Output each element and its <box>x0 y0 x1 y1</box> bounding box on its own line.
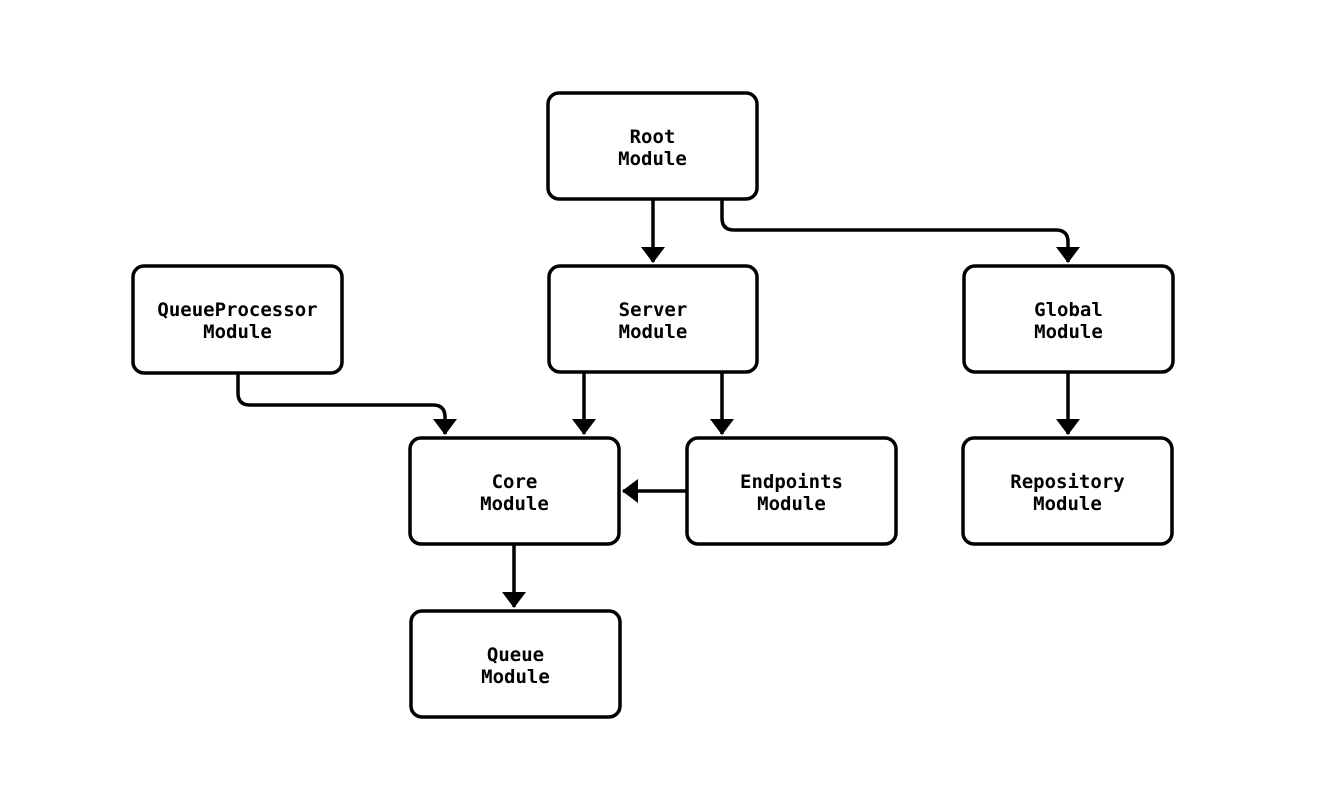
node-root-module-box <box>546 91 759 201</box>
node-core-module: Core Module <box>408 436 621 546</box>
node-queue-module-label-line2: Module <box>481 666 550 688</box>
edges <box>236 199 1080 608</box>
node-server-module-label-line1: Server <box>619 299 688 321</box>
node-global-module-box <box>962 264 1175 374</box>
node-server-module-label-line2: Module <box>619 321 688 343</box>
node-global-module-label-line1: Global <box>1034 299 1103 321</box>
node-global-module-label-line2: Module <box>1034 321 1103 343</box>
node-endpoints-module-box <box>685 436 898 546</box>
node-core-module-label-line2: Module <box>480 493 549 515</box>
edge-queueprocessor-to-core <box>236 373 457 435</box>
node-repository-module-box <box>961 436 1174 546</box>
node-queueprocessor-module-box <box>131 264 344 375</box>
node-root-module: Root Module <box>546 91 759 201</box>
node-server-module-box <box>547 264 759 374</box>
node-queue-module-label-line1: Queue <box>487 644 544 666</box>
edge-root-to-global <box>720 199 1080 263</box>
node-queue-module-box <box>409 609 622 719</box>
node-repository-module-label-line1: Repository <box>1010 471 1124 493</box>
node-endpoints-module: Endpoints Module <box>685 436 898 546</box>
node-global-module: Global Module <box>962 264 1175 374</box>
node-queue-module: Queue Module <box>409 609 622 719</box>
node-queueprocessor-module: QueueProcessor Module <box>131 264 344 375</box>
node-endpoints-module-label-line1: Endpoints <box>740 471 843 493</box>
node-core-module-label-line1: Core <box>492 471 538 493</box>
node-repository-module-label-line2: Module <box>1033 493 1102 515</box>
node-server-module: Server Module <box>547 264 759 374</box>
node-queueprocessor-module-label-line1: QueueProcessor <box>157 299 317 321</box>
node-core-module-box <box>408 436 621 546</box>
node-root-module-label-line2: Module <box>618 148 687 170</box>
node-root-module-label-line1: Root <box>630 126 676 148</box>
node-queueprocessor-module-label-line2: Module <box>203 321 272 343</box>
node-endpoints-module-label-line2: Module <box>757 493 826 515</box>
node-repository-module: Repository Module <box>961 436 1174 546</box>
